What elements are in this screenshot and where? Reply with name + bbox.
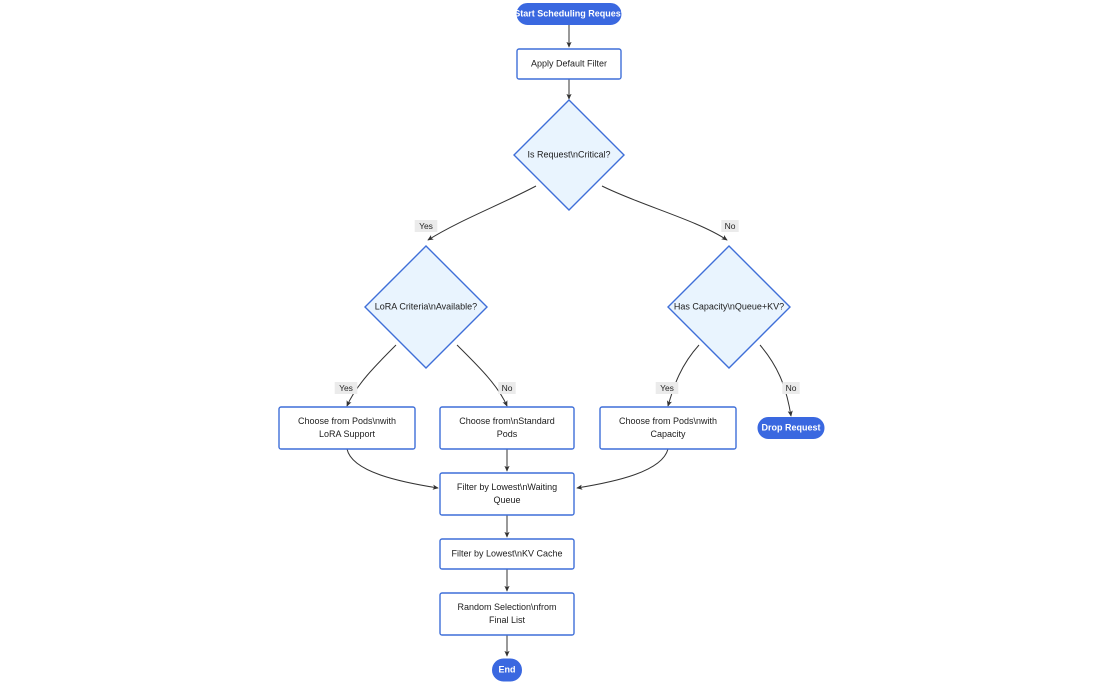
flow-node-has_capacity[interactable]: Has Capacity\nQueue+KV? [667,245,791,369]
flow-edge [666,344,700,407]
flow-edge [759,344,793,417]
edge-label-background [655,382,679,394]
node-label: Choose from Pods\nwith [619,416,717,426]
node-label: Drop Request [761,422,820,432]
node-shape-rect [439,472,575,516]
edge-label-e-critical-no: No [721,220,739,232]
edge-label-text: No [725,221,736,231]
node-shape-rect [439,592,575,636]
node-shape-diamond [667,245,791,369]
flow-edge [601,185,728,241]
node-label: Capacity [650,429,686,439]
node-label: LoRA Criteria\nAvailable? [375,301,477,311]
edge-label-background [414,220,438,232]
edge-label-e-capacity-no: No [782,382,800,394]
node-shape-diamond [364,245,488,369]
node-label: LoRA Support [319,429,376,439]
flow-node-apply_default_filter[interactable]: Apply Default Filter [516,48,622,80]
node-shape-rect [439,406,575,450]
node-label: Start Scheduling Request [514,8,624,18]
flow-node-start[interactable]: Start Scheduling Request [514,3,624,25]
node-shape-pill [516,3,622,25]
edge-label-text: No [786,383,797,393]
node-label: Filter by Lowest\nWaiting [457,482,557,492]
node-shape-rect [599,406,737,450]
node-label: Choose from\nStandard [459,416,555,426]
flow-node-end[interactable]: End [492,658,522,682]
node-label: Filter by Lowest\nKV Cache [451,548,562,558]
node-label: End [499,664,516,674]
edge-label-e-lora-no: No [498,382,516,394]
flow-edge [456,344,508,407]
node-label: Choose from Pods\nwith [298,416,396,426]
edge-label-background [334,382,358,394]
node-label: Pods [497,429,518,439]
node-shape-pill [492,658,522,682]
flow-edge [346,344,397,407]
flow-node-filter_kv_cache[interactable]: Filter by Lowest\nKV Cache [439,538,575,570]
edge-label-text: No [502,383,513,393]
edge-label-e-capacity-yes: Yes [655,382,679,394]
flow-node-drop_request[interactable]: Drop Request [757,417,825,439]
node-label: Final List [489,615,526,625]
node-label: Queue [493,495,520,505]
node-shape-rect [439,538,575,570]
edges-layer [346,25,793,657]
edge-label-background [782,382,800,394]
edge-label-text: Yes [419,221,433,231]
node-label: Has Capacity\nQueue+KV? [674,301,784,311]
edge-label-background [498,382,516,394]
edge-label-text: Yes [339,383,353,393]
node-label: Is Request\nCritical? [527,149,610,159]
flow-node-is_request_critical[interactable]: Is Request\nCritical? [513,99,625,211]
flow-edge [427,185,537,241]
node-label: Apply Default Filter [531,58,607,68]
flow-node-lora_criteria_available[interactable]: LoRA Criteria\nAvailable? [364,245,488,369]
edge-label-background [721,220,739,232]
node-shape-rect [278,406,416,450]
node-shape-pill [757,417,825,439]
edge-label-e-critical-yes: Yes [414,220,438,232]
flow-edge [576,448,669,490]
edge-label-e-lora-yes: Yes [334,382,358,394]
node-shape-diamond [513,99,625,211]
flow-edge [346,448,439,490]
edge-label-text: Yes [660,383,674,393]
node-shape-rect [516,48,622,80]
node-label: Random Selection\nfrom [457,602,556,612]
